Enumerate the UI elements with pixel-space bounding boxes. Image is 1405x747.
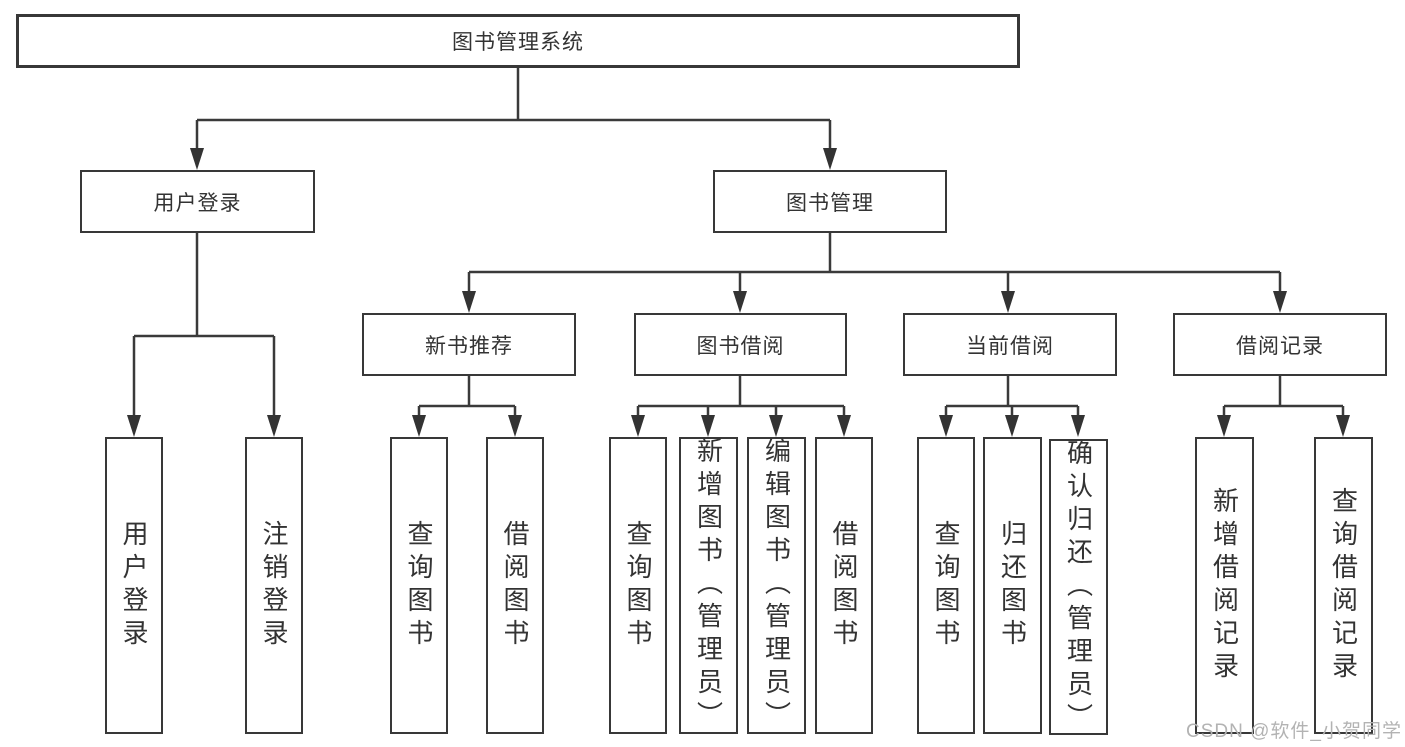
arrowhead-cb-leaf3 xyxy=(1071,415,1085,437)
node-user-login: 用户登录 xyxy=(80,170,315,233)
leaf-user-login-label: 用户登录 xyxy=(119,519,149,652)
arrowhead-user-login xyxy=(190,148,204,170)
leaf-logout-label: 注销登录 xyxy=(259,519,289,652)
node-book-borrow: 图书借阅 xyxy=(634,313,847,376)
arrowhead-br-leaf2 xyxy=(1336,415,1350,437)
leaf-add-borrow-record: 新增借阅记录 xyxy=(1195,437,1254,734)
arrowhead-borrow-records xyxy=(1273,291,1287,313)
arrowhead-book-borrow xyxy=(733,291,747,313)
leaf-borrow-books-recommend-label: 借阅图书 xyxy=(500,519,530,652)
leaf-edit-book-admin: 编辑图书（管理员） xyxy=(747,437,806,734)
csdn-watermark: CSDN @软件_小贺同学 xyxy=(1186,721,1402,742)
leaf-query-books-current: 查询图书 xyxy=(917,437,975,734)
leaf-add-borrow-record-label: 新增借阅记录 xyxy=(1209,486,1240,685)
leaf-add-book-admin: 新增图书（管理员） xyxy=(679,437,738,734)
leaf-borrow-books-label: 借阅图书 xyxy=(829,519,859,652)
leaf-query-books-recommend: 查询图书 xyxy=(390,437,448,734)
node-current-borrow: 当前借阅 xyxy=(903,313,1117,376)
node-root-label: 图书管理系统 xyxy=(452,31,584,54)
leaf-query-books-borrow: 查询图书 xyxy=(609,437,667,734)
node-user-login-label: 用户登录 xyxy=(153,191,242,215)
leaf-edit-book-admin-label: 编辑图书（管理员） xyxy=(761,437,792,734)
leaf-confirm-return-admin-label: 确认归还（管理员） xyxy=(1063,438,1094,736)
arrowhead-cb-leaf2 xyxy=(1005,415,1019,437)
arrowhead-cb-leaf1 xyxy=(939,415,953,437)
leaf-logout: 注销登录 xyxy=(245,437,303,734)
leaf-return-book-label: 归还图书 xyxy=(997,519,1028,652)
node-new-book-recommend: 新书推荐 xyxy=(362,313,576,376)
node-borrow-records-label: 借阅记录 xyxy=(1236,334,1324,358)
node-book-management-label: 图书管理 xyxy=(786,191,874,215)
arrowhead-leaf-user-login xyxy=(127,415,141,437)
leaf-user-login: 用户登录 xyxy=(105,437,163,734)
node-root: 图书管理系统 xyxy=(16,14,1020,68)
node-new-book-recommend-label: 新书推荐 xyxy=(425,334,513,358)
leaf-query-books-current-label: 查询图书 xyxy=(931,519,961,652)
arrowhead-current-borrow xyxy=(1001,291,1015,313)
leaf-borrow-books-recommend: 借阅图书 xyxy=(486,437,544,734)
arrowhead-bb-leaf1 xyxy=(631,415,645,437)
node-current-borrow-label: 当前借阅 xyxy=(966,334,1054,358)
leaf-query-borrow-record-label: 查询借阅记录 xyxy=(1328,486,1359,685)
arrowhead-bb-leaf2 xyxy=(701,415,715,437)
arrowhead-nb-leaf1 xyxy=(412,415,426,437)
arrowhead-nb-leaf2 xyxy=(508,415,522,437)
leaf-query-borrow-record: 查询借阅记录 xyxy=(1314,437,1373,734)
leaf-add-book-admin-label: 新增图书（管理员） xyxy=(693,437,724,734)
node-book-borrow-label: 图书借阅 xyxy=(696,334,785,358)
node-borrow-records: 借阅记录 xyxy=(1173,313,1387,376)
leaf-return-book: 归还图书 xyxy=(983,437,1042,734)
node-book-management: 图书管理 xyxy=(713,170,947,233)
leaf-borrow-books: 借阅图书 xyxy=(815,437,873,734)
arrowhead-book-management xyxy=(823,148,837,170)
arrowhead-new-book xyxy=(462,291,476,313)
arrowhead-bb-leaf4 xyxy=(837,415,851,437)
leaf-query-books-recommend-label: 查询图书 xyxy=(404,519,434,652)
arrowhead-bb-leaf3 xyxy=(769,415,783,437)
arrowhead-br-leaf1 xyxy=(1217,415,1231,437)
arrowhead-leaf-logout xyxy=(267,415,281,437)
leaf-confirm-return-admin: 确认归还（管理员） xyxy=(1049,438,1108,736)
leaf-query-books-borrow-label: 查询图书 xyxy=(623,519,653,652)
